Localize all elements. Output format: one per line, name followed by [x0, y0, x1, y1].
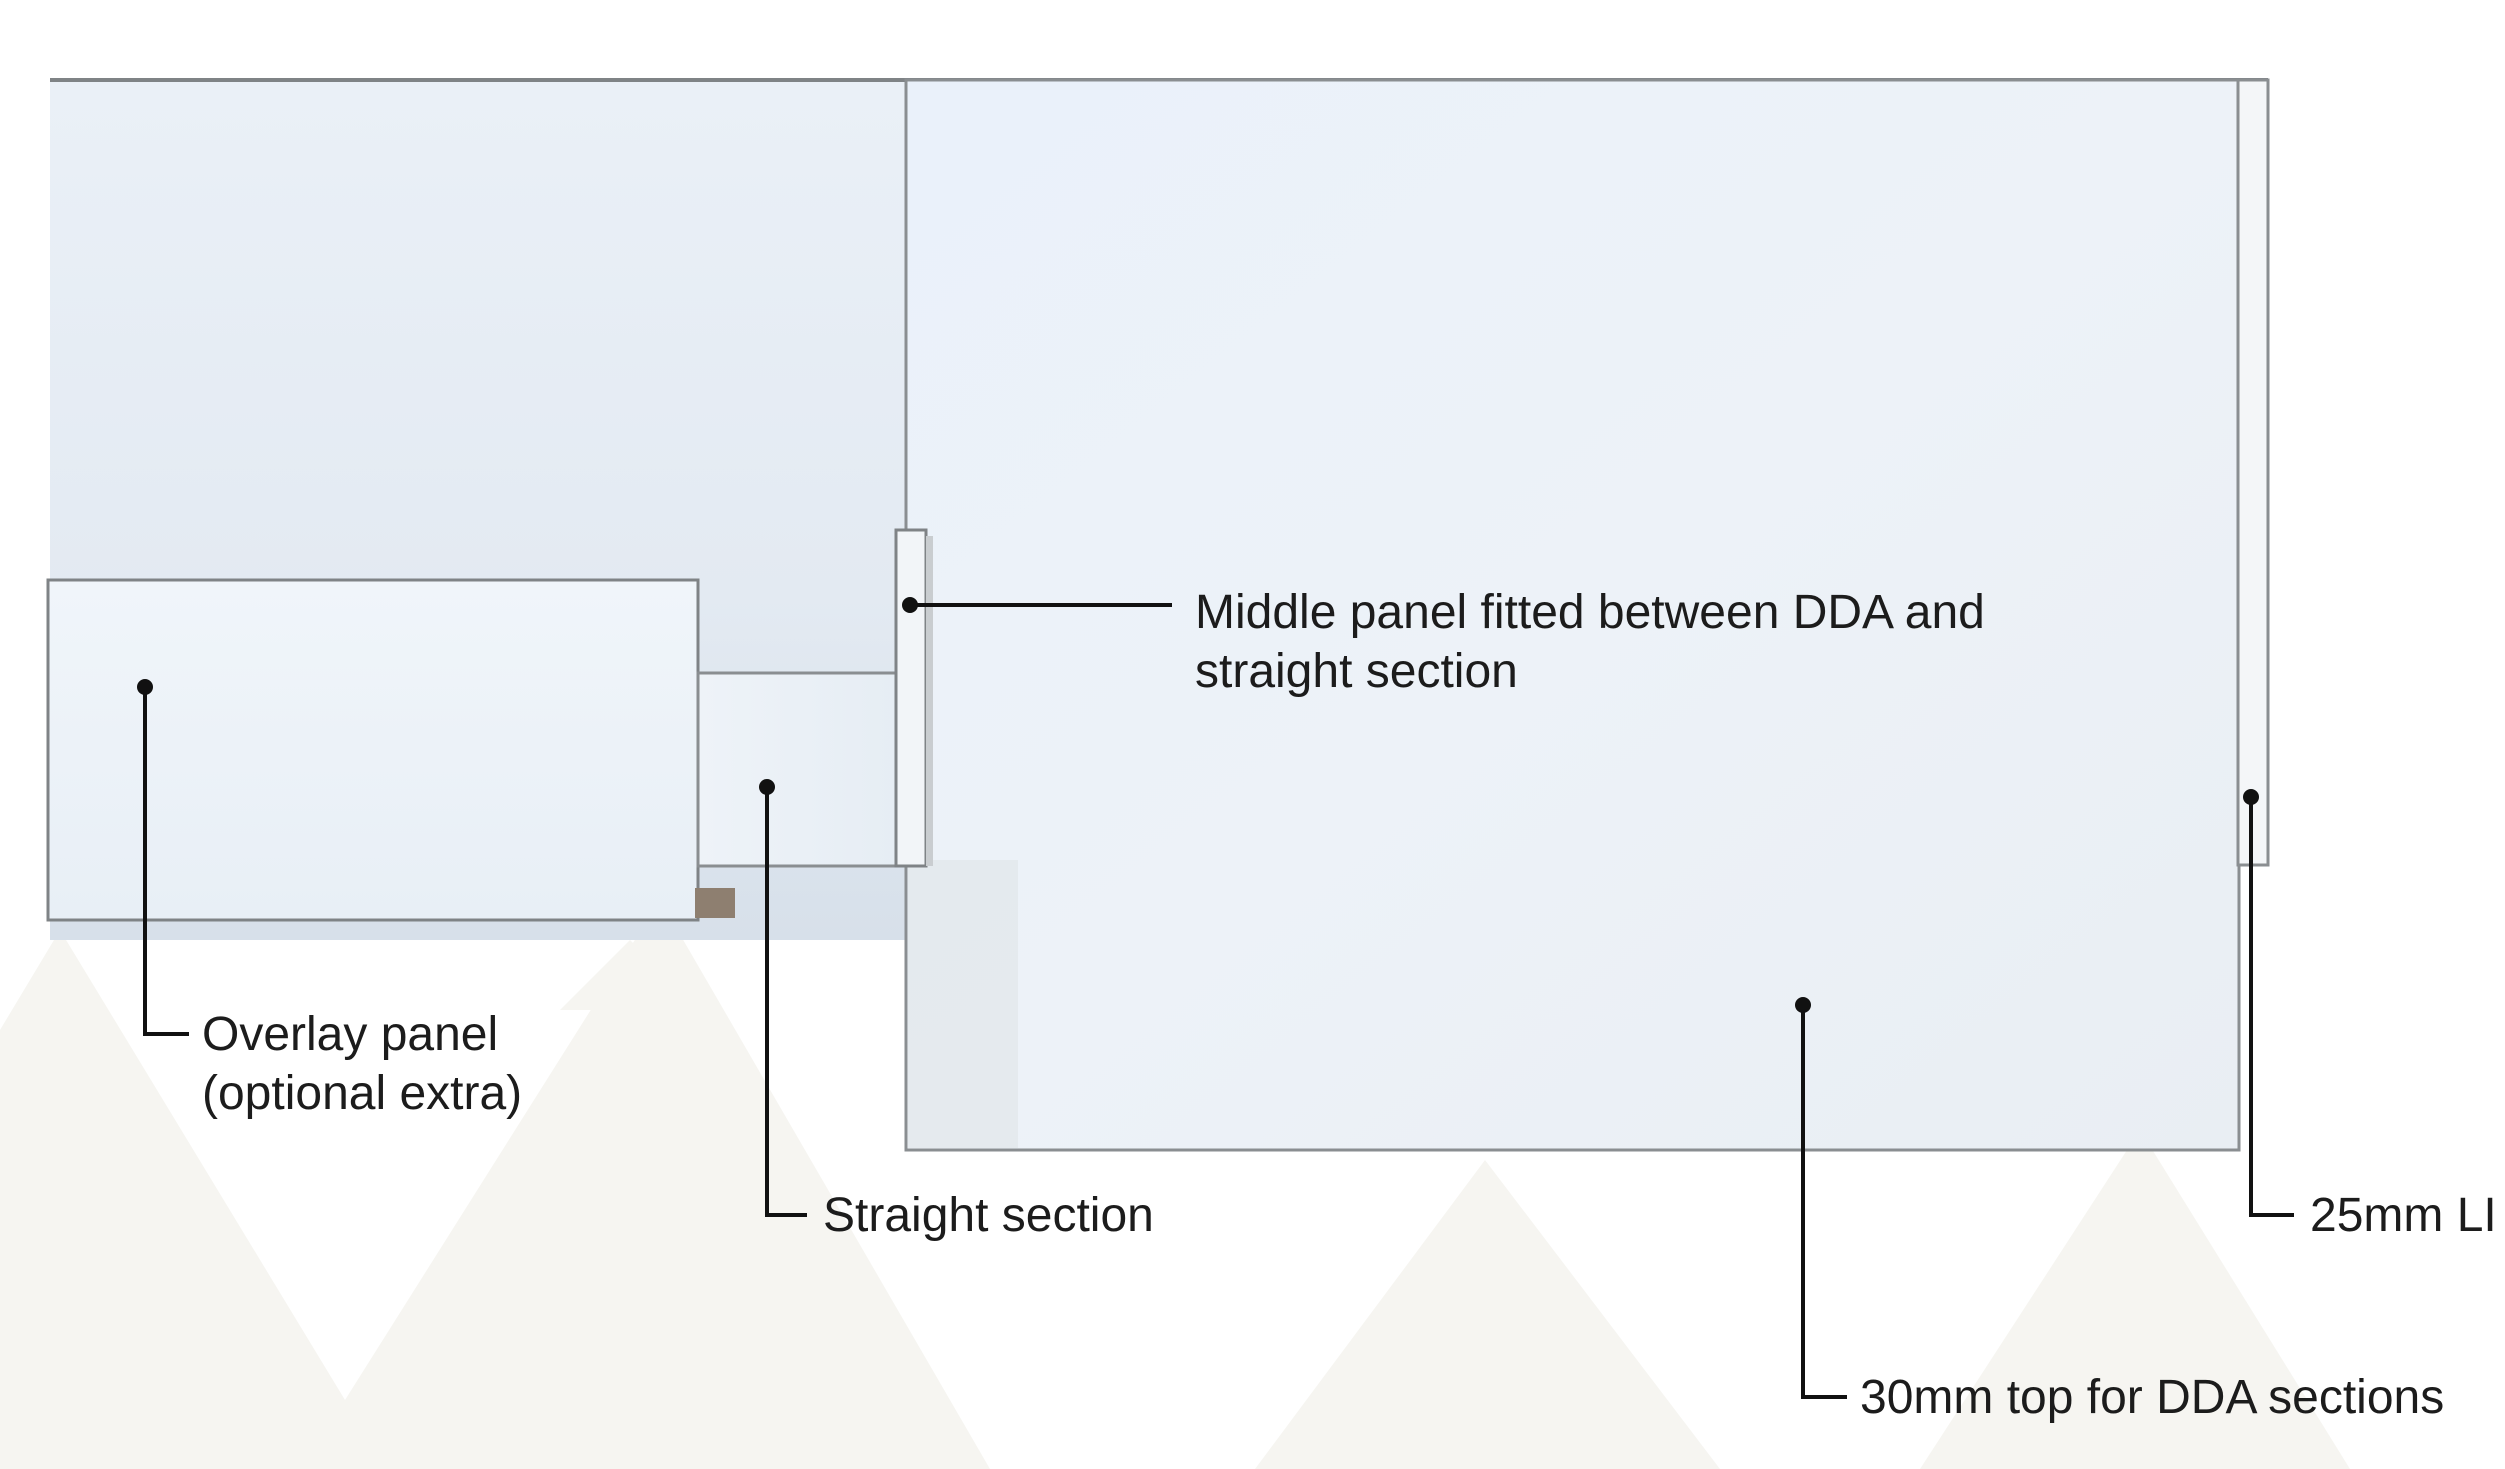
callout-overlay-panel-line2: (optional extra) [202, 1067, 523, 1120]
dda-panel-left-shadow [908, 860, 1018, 1148]
middle-panel [894, 528, 928, 868]
middle-panel-side [926, 536, 933, 866]
leader-overlay-panel [143, 687, 189, 1036]
leader-dot-straight-section [759, 779, 775, 795]
leader-dda-top [1801, 1005, 1847, 1399]
callout-straight-section-line1: Straight section [823, 1189, 1154, 1242]
overlay-panel-bracket [695, 888, 735, 918]
overlay-panel [46, 578, 700, 922]
leader-led-strip [2249, 797, 2294, 1217]
leader-lines [143, 603, 2294, 1399]
callout-overlay-panel: Overlay panel (optional extra) [202, 1005, 522, 1123]
background-watermark [0, 900, 2350, 1469]
dda-panel [904, 78, 2241, 1152]
straight-section-panel [696, 671, 900, 868]
leader-dots [137, 597, 2259, 1013]
leader-dot-overlay-panel [137, 679, 153, 695]
callout-dda-top: 30mm top for DDA sections [1860, 1368, 2444, 1427]
callout-middle-panel: Middle panel fitted between DDA and stra… [1195, 583, 1985, 701]
callout-middle-panel-line2: straight section [1195, 645, 1518, 698]
leader-dot-dda-top [1795, 997, 1811, 1013]
callout-middle-panel-line1: Middle panel fitted between DDA and [1195, 586, 1985, 639]
leader-dot-middle-panel [902, 597, 918, 613]
callout-overlay-panel-line1: Overlay panel [202, 1008, 499, 1061]
callout-led-strip-line1: 25mm LI [2310, 1189, 2497, 1242]
callout-led-strip: 25mm LI [2310, 1186, 2497, 1245]
led-strip-panel [2236, 78, 2270, 867]
callout-dda-top-line1: 30mm top for DDA sections [1860, 1371, 2445, 1424]
leader-dot-led-strip [2243, 789, 2259, 805]
callout-straight-section: Straight section [823, 1186, 1154, 1245]
leader-straight-section [765, 787, 807, 1217]
